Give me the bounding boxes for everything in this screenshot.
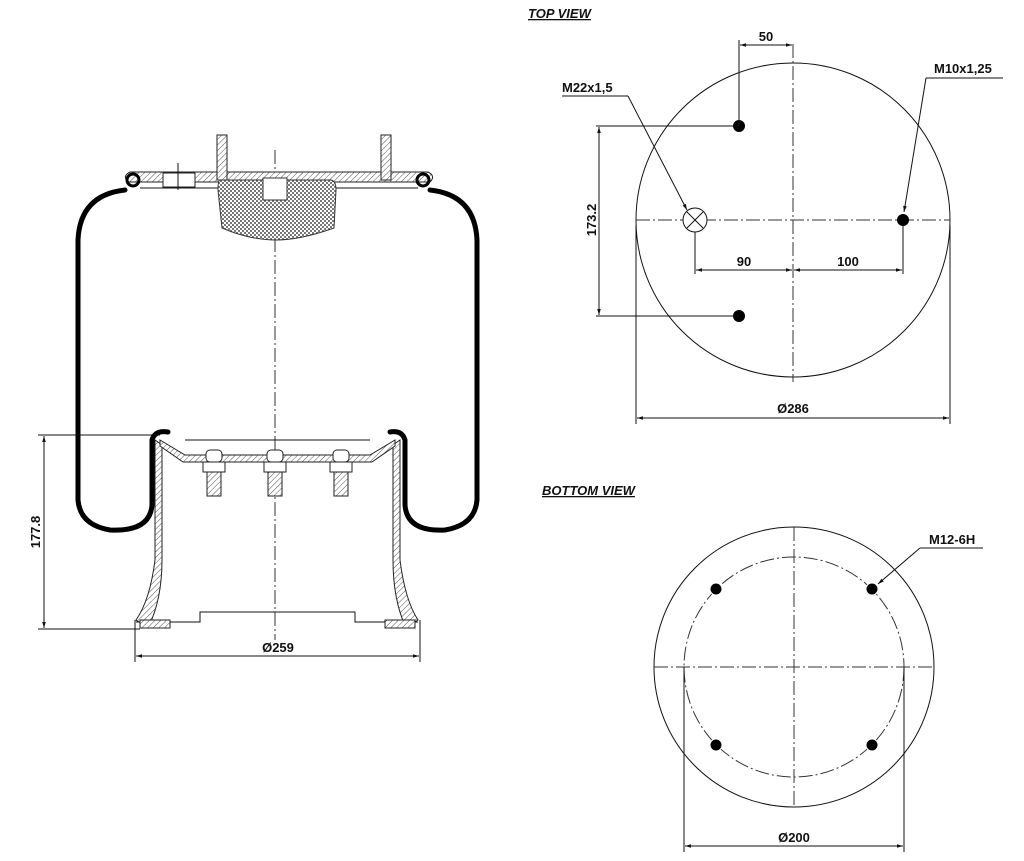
bellow-left — [75, 187, 171, 533]
bellow-right — [387, 187, 480, 533]
stud-thread-label: M10x1,25 — [934, 61, 992, 76]
height-dimension: 177.8 — [28, 516, 43, 549]
side-view: 177.8 Ø259 — [28, 134, 480, 662]
left-bead — [125, 172, 141, 188]
top-view-title: TOP VIEW — [528, 6, 593, 21]
stud-right — [380, 134, 392, 181]
air-inlet-thread-label: M22x1,5 — [562, 80, 613, 95]
bottom-bolt-holes — [709, 582, 879, 752]
bolt-thread-label: M12-6H — [929, 532, 975, 547]
fitting-left — [162, 172, 196, 188]
right-offset-dimension: 100 — [837, 254, 859, 269]
stud-left — [216, 134, 228, 181]
bottom-view-title: BOTTOM VIEW — [542, 483, 637, 498]
piston-left-wall — [135, 439, 163, 629]
piston-bolts — [202, 449, 353, 497]
right-bead — [415, 172, 431, 188]
bump-stop — [217, 179, 337, 241]
piston-diameter-dimension: Ø259 — [262, 640, 294, 655]
bolt-circle-dimension: Ø200 — [778, 830, 810, 845]
stud-hole-right — [897, 214, 909, 226]
offset-dimension-50: 50 — [759, 29, 773, 44]
left-offset-dimension: 90 — [737, 254, 751, 269]
bottom-view: BOTTOM VIEW M12-6H Ø200 — [542, 483, 983, 852]
top-diameter-dimension: Ø286 — [777, 401, 809, 416]
top-view: TOP VIEW 50 173.2 90 100 Ø286 — [528, 6, 1003, 424]
vertical-dimension: 173.2 — [584, 204, 599, 237]
air-inlet-port — [262, 177, 288, 201]
